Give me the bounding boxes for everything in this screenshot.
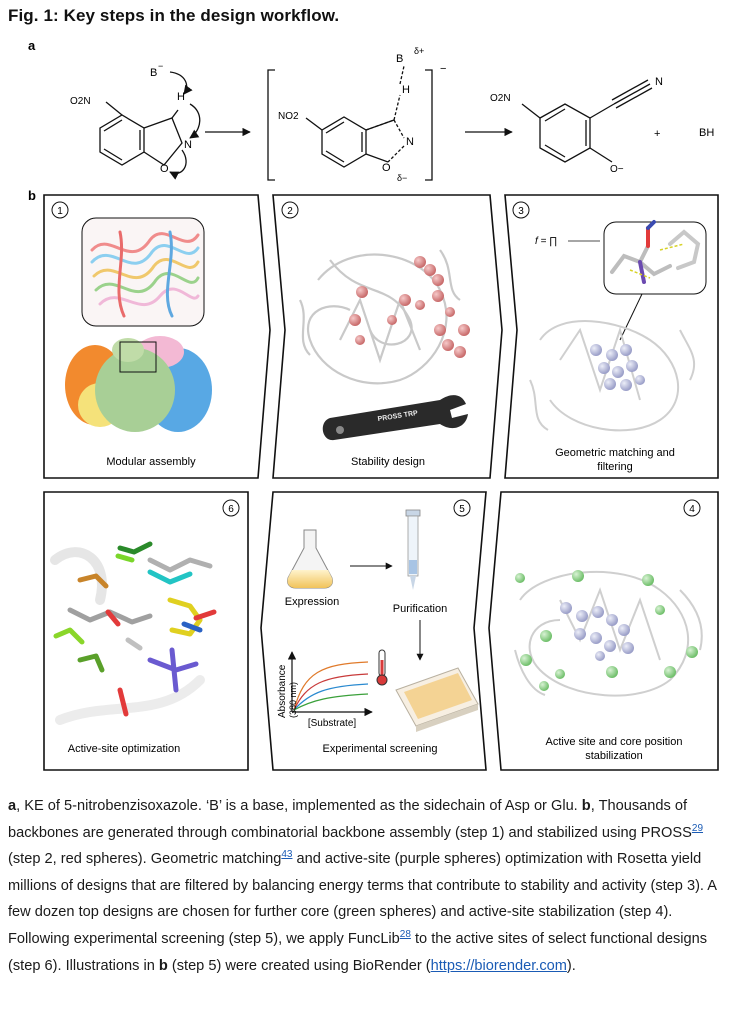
plus-sign: + [654, 128, 660, 140]
step-4-number: 4 [689, 504, 695, 515]
caption-b-text-5: (step 5) were created using BioRender ( [167, 957, 431, 974]
panel-b-label: b [28, 188, 36, 203]
ts-oxygen: O [382, 162, 391, 174]
step-3-formula: f = ∏ [535, 236, 557, 247]
caption-b-label-2: b [158, 957, 168, 974]
hydrogen-label: H [177, 91, 185, 103]
oxygen-label: O [160, 163, 169, 175]
y-axis-unit: (380 nm) [288, 682, 298, 718]
reference-43-link[interactable]: 43 [281, 849, 293, 861]
caption-a-label: a [8, 798, 17, 814]
ts-delta-plus: δ+ [414, 46, 424, 56]
figure-title: Fig. 1: Key steps in the design workflow… [8, 6, 340, 25]
product-phenoxide: O− [610, 164, 624, 175]
nitro-group-reactant: O2N [70, 96, 91, 107]
expression-label: Expression [285, 596, 339, 608]
step-3-label-line1: Geometric matching and [555, 447, 675, 459]
catalytic-site-inset [603, 220, 707, 341]
step-2-label: Stability design [351, 456, 425, 468]
reference-29-link[interactable]: 29 [691, 822, 704, 834]
active-site-sidechains [50, 541, 217, 725]
caption-b-text-6: ). [566, 957, 576, 974]
base-symbol: B [150, 67, 157, 79]
caption-b-text-1: , Thousands of backbones are generated t… [8, 798, 692, 841]
wrench-icon [322, 395, 468, 441]
kinetics-plot [287, 651, 373, 717]
active-site-spheres [590, 344, 645, 391]
caption-a-text: , KE of 5-nitrobenzisoxazole. ‘B’ is a b… [16, 798, 582, 814]
step-1-label: Modular assembly [106, 456, 196, 468]
panel-a-label: a [28, 38, 36, 53]
step-number-circles [51, 201, 701, 517]
caption-b-text-3: and active-site (purple spheres) optimiz… [8, 851, 717, 947]
figure-caption: a, KE of 5-nitrobenzisoxazole. ‘B’ is a … [8, 793, 728, 979]
step-4-frame [488, 491, 719, 771]
nitro-group-product: O2N [490, 93, 511, 104]
core-position-spheres [515, 570, 698, 691]
step-3-frame [504, 194, 719, 479]
step-5-number: 5 [459, 504, 465, 515]
ts-base-symbol: B [396, 53, 403, 65]
thermometer-icon [376, 649, 388, 686]
reactant-molecule [99, 71, 201, 180]
stability-mutation-spheres [349, 256, 470, 358]
step-1-frame [43, 194, 271, 479]
step-6-number: 6 [228, 504, 234, 515]
nitrile-nitrogen: N [655, 76, 663, 88]
reference-28-link[interactable]: 28 [399, 928, 411, 940]
step-4-label-line1: Active site and core position [546, 736, 683, 748]
ts-nitrogen: N [406, 136, 414, 148]
purification-column-icon [405, 509, 421, 590]
nitro-group-ts: NO2 [278, 111, 299, 122]
step-3-number: 3 [518, 206, 524, 217]
step-1-number: 1 [57, 206, 63, 217]
step-4-label-line2: stabilization [585, 750, 642, 762]
assembled-protein-surface [65, 336, 212, 432]
ts-charge: − [440, 63, 446, 75]
step-5-frame [260, 491, 487, 771]
biorender-link[interactable]: https://biorender.com [430, 957, 567, 974]
backbone-loops-inset [81, 217, 205, 327]
step-3-label-line2: filtering [597, 461, 632, 473]
microplate-icon [395, 667, 479, 732]
caption-b-label: b [581, 798, 591, 814]
conjugate-acid: BH [699, 127, 714, 139]
y-axis-label: Absorbance [277, 664, 288, 718]
step-6-frame [43, 491, 249, 771]
nitrogen-label: N [184, 139, 192, 151]
stability-protein-ribbon [298, 249, 461, 385]
product-molecule [521, 79, 653, 163]
figure-graphic: a b B − H N O O2N B [28, 38, 719, 771]
caption-b-text-2: (step 2, red spheres). Geometric matchin… [8, 851, 282, 868]
base-charge: − [158, 61, 163, 71]
flask-icon [287, 529, 333, 589]
purification-label: Purification [393, 603, 447, 615]
ts-delta-minus: δ− [397, 173, 407, 183]
caption-b-text-4: to the active sites of select functional… [8, 930, 708, 974]
active-site-protein-ribbon [529, 320, 696, 432]
transition-state [267, 65, 433, 181]
stabilized-active-site-spheres [560, 602, 634, 661]
step-2-number: 2 [287, 206, 293, 217]
x-axis-label: [Substrate] [308, 718, 357, 729]
step-5-label: Experimental screening [323, 743, 438, 755]
ts-hydrogen: H [402, 84, 410, 96]
step-6-label: Active-site optimization [68, 743, 181, 755]
step-2-frame [272, 194, 503, 479]
